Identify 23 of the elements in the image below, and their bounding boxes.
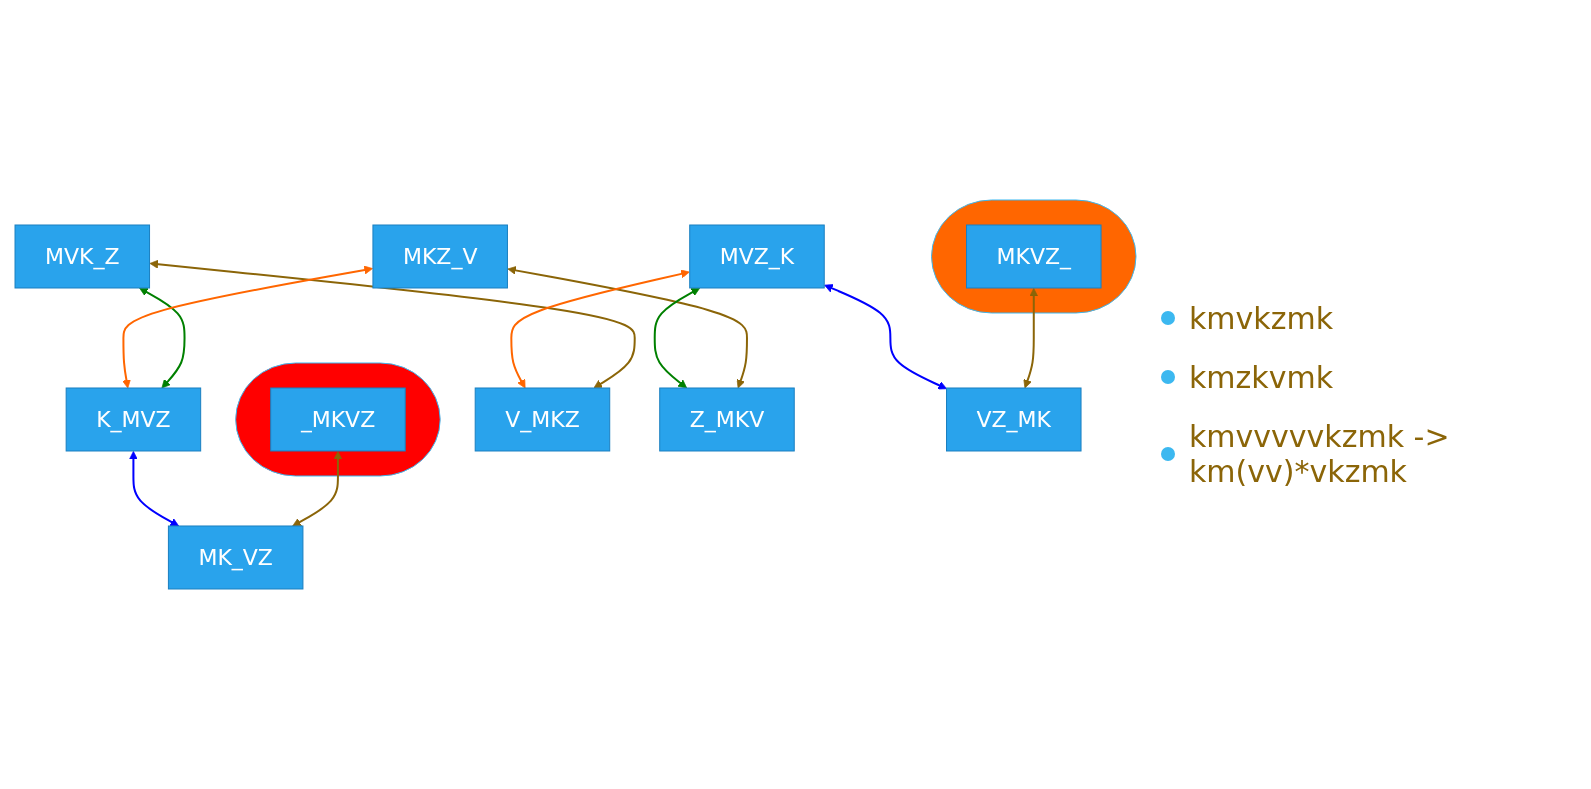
node-box: MK_VZ — [167, 525, 304, 590]
node-box: _MKVZ — [270, 387, 406, 452]
arrow — [507, 266, 748, 389]
node-box: MKZ_V — [372, 224, 508, 289]
node-box: MKVZ_ — [965, 224, 1102, 289]
node-box: VZ_MK — [945, 387, 1082, 452]
arrow — [149, 259, 636, 389]
node-box: MVZ_K — [689, 224, 825, 289]
node-box: Z_MKV — [659, 387, 795, 452]
arrow — [129, 451, 180, 527]
arrow — [653, 287, 700, 389]
node-box: K_MVZ — [65, 387, 202, 452]
arrow — [122, 265, 373, 389]
arrow — [292, 451, 343, 527]
arrow — [510, 269, 690, 389]
arrow — [139, 287, 186, 389]
arrow — [824, 284, 947, 390]
node-box: MVK_Z — [14, 224, 150, 289]
node-box: V_MKZ — [474, 387, 611, 452]
arrow — [1023, 288, 1039, 389]
bullet-text: kmzkvmk — [1189, 359, 1334, 395]
bullet-text: kmvkzmk — [1189, 300, 1334, 336]
bullet-text: kmvvvvvkzmk -> km(vv)*vkzmk — [1189, 418, 1451, 489]
